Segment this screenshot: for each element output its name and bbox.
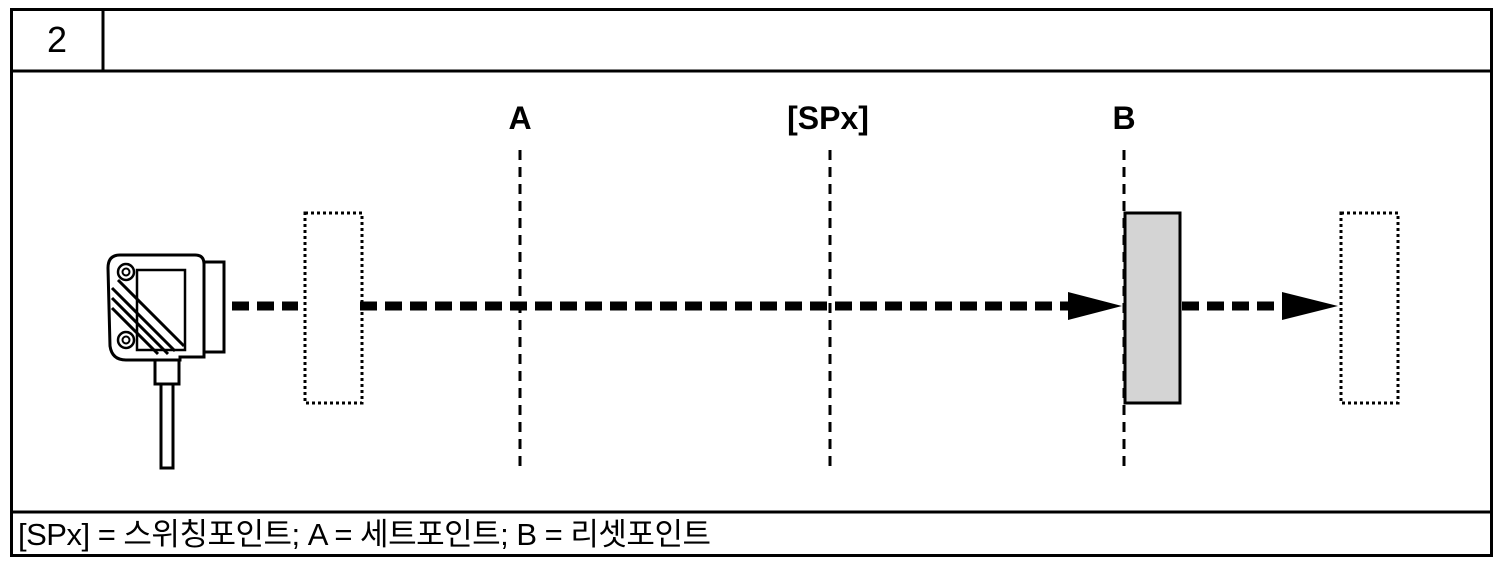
marker-label-spx: [SPx] [787,100,869,136]
marker-label-a: A [508,100,532,136]
ghost-target-far [1339,211,1400,405]
outer-border [10,8,1493,557]
ghost-target-near [303,211,364,405]
figure-caption: [SPx] = 스위칭포인트; A = 세트포인트; B = 리셋포인트 [18,517,711,552]
marker-label-b: B [1112,100,1136,136]
photoelectric-sensor-icon [106,253,226,470]
figure-number: 2 [46,19,68,60]
target-block [1123,211,1182,405]
beam-arrowhead-1 [1068,292,1122,320]
beam-arrowhead-2 [1282,292,1338,320]
